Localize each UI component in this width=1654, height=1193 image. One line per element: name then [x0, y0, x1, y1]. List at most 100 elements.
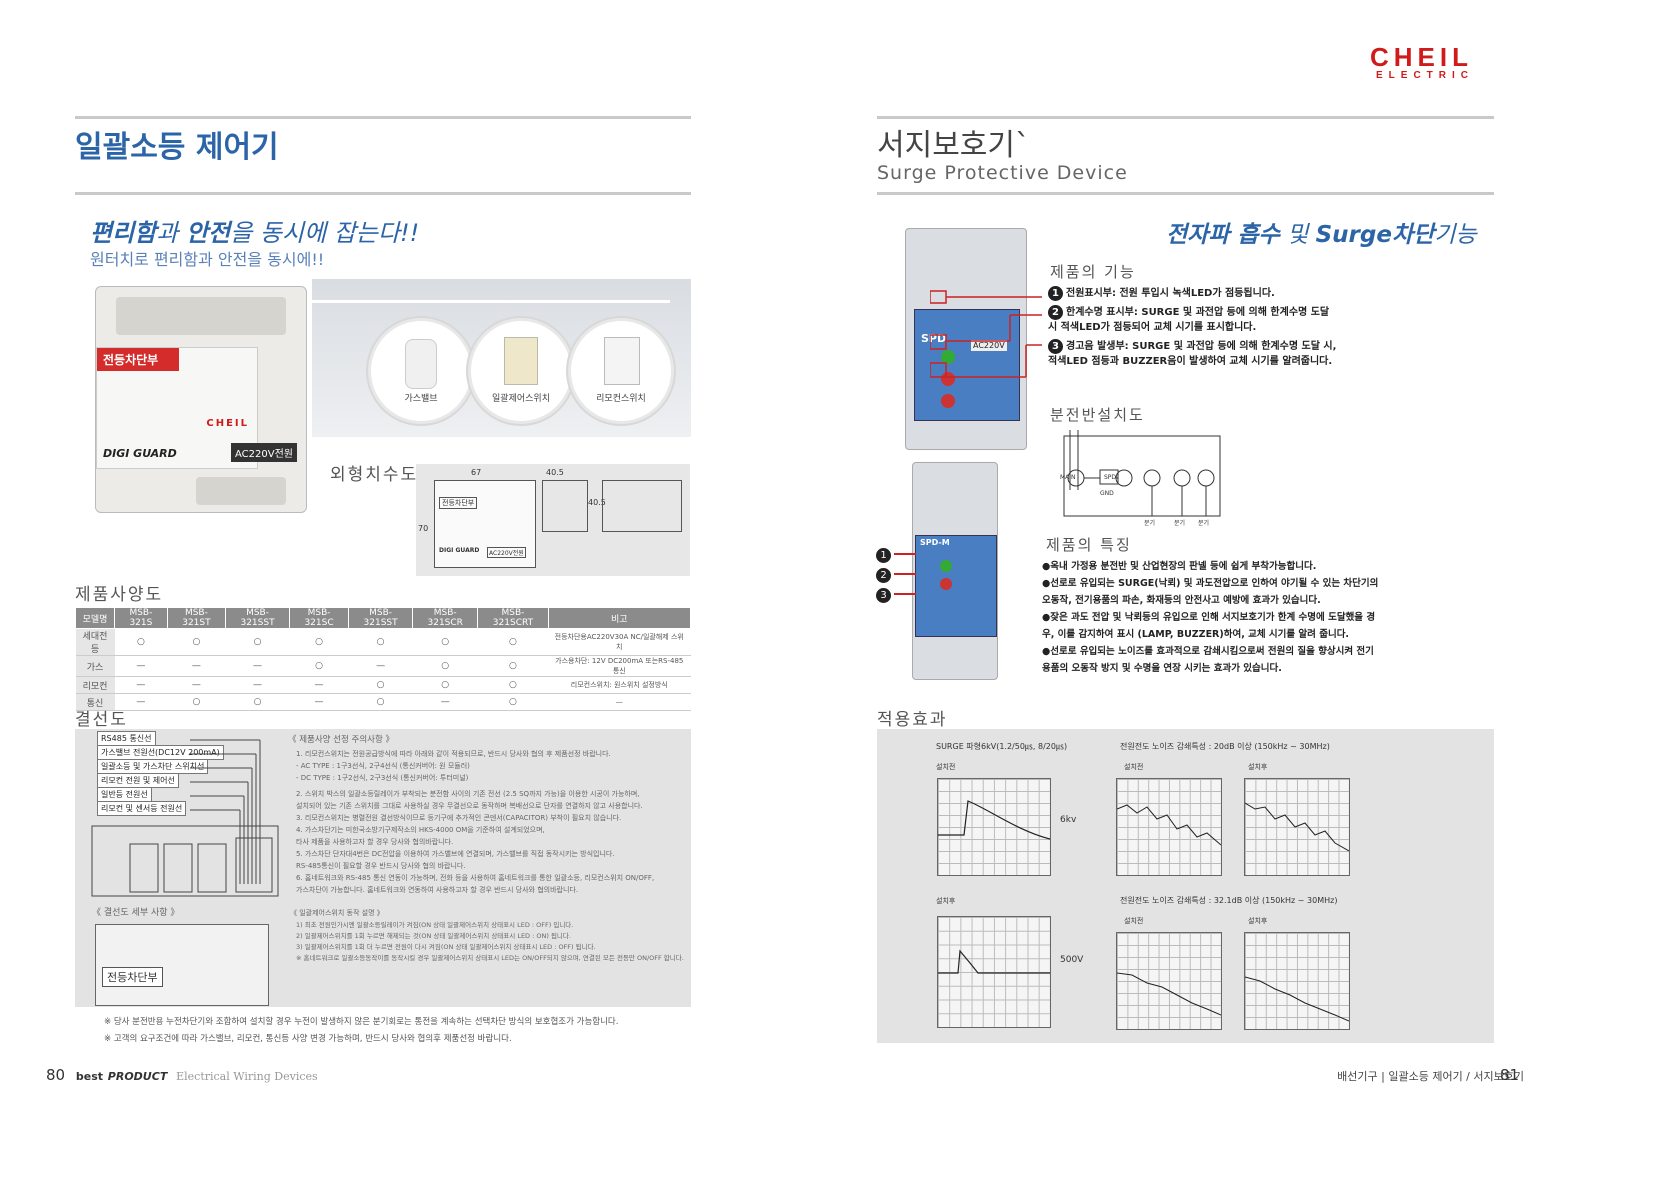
spd-m-led-1: [940, 560, 952, 572]
page-number-left: 80: [46, 1066, 66, 1084]
left-title: 일괄소등 제어기: [75, 130, 279, 165]
feat-title: 제품의 특징: [1046, 536, 1132, 554]
function-text: 전원표시부: 전원 투입시 녹색LED가 점등됩니다.: [1066, 288, 1275, 299]
scope-trace: [938, 949, 1050, 974]
spd-m-led-2: [940, 578, 952, 590]
function-text: 한계수명 표시부: SURGE 및 과전압 등에 의해 한계수명 도달 시 적색…: [1048, 307, 1330, 333]
dim-depth-label: 40.5: [546, 468, 564, 477]
scope-trace: [938, 800, 1050, 840]
device-power: AC220V전원: [231, 443, 297, 462]
headline-bold-2: 안전: [185, 219, 231, 247]
headline-rest: 을 동시에 잡는다!!: [230, 219, 420, 247]
scope-label-after: 설치후: [1248, 763, 1268, 771]
panel-title: 분전반설치도: [1050, 406, 1145, 424]
wiring-note: 가스차단이 가능합니다. 홈네트워크와 연동하여 사용하고자 할 경우 반드시 …: [296, 886, 579, 894]
spd-m-callouts: 1 2 3: [876, 543, 916, 603]
function-number: 1: [1048, 286, 1063, 301]
panel-label: SPD: [1104, 474, 1117, 481]
left-top-rule: [75, 116, 691, 119]
dims-device-label: 전등차단부: [439, 497, 478, 509]
spec-header: MSB-321SCR: [412, 607, 479, 629]
scope-grid: [1245, 779, 1349, 875]
scope-grid: [1117, 933, 1221, 1029]
gas-valve-image: [405, 339, 437, 389]
callout-number: 1: [876, 548, 891, 563]
panel-label: 분기: [1174, 520, 1186, 527]
table-cell: ○: [114, 628, 168, 656]
right-headline-mid: 및: [1279, 222, 1316, 248]
wiring-note: - AC TYPE : 1구3선식, 2구4선식 (통신커버어: 원 모듈러): [296, 762, 470, 770]
spec-header: MSB-321SST: [348, 607, 414, 629]
device-panel: 전등차단부 CHEIL DIGI GUARD AC220V전원: [96, 347, 297, 469]
callout-line: [894, 592, 916, 595]
table-cell: ○: [412, 676, 478, 694]
table-cell: ○: [412, 655, 478, 677]
table-cell: —: [225, 676, 290, 694]
callout-row: 1: [876, 543, 916, 563]
right-headline: 전자파 흡수 및 Surge차단기능: [1166, 215, 1477, 249]
scope-noise-after-2: [1244, 932, 1350, 1030]
circle-gas-valve: 가스밸브: [368, 318, 474, 424]
scope-title-noise-1: 전원전도 노이즈 감쇄특성 : 20dB 이상 (150kHz ~ 30MHz): [1120, 742, 1330, 751]
dims-title: 외형치수도: [330, 465, 419, 485]
function-number: 2: [1048, 305, 1063, 320]
callout-number: 3: [876, 588, 891, 603]
table-cell: —: [114, 676, 168, 694]
wiring-schematic: [91, 739, 279, 897]
spd-power: AC220V: [971, 340, 1007, 351]
spec-header: MSB-321S: [114, 607, 168, 629]
logo-subtext: ELECTRIC: [1376, 70, 1474, 81]
dims-drawing: 67 40.5 70 40.5 전등차단부 DIGI GUARD AC220V전…: [416, 464, 690, 576]
footer-brand-product: PRODUCT: [107, 1070, 168, 1083]
right-title-rule: [877, 192, 1494, 195]
wiring-note: 4. 가스차단기는 미한국소방기구제작소의 HKS-4000 OM을 기준하여 …: [296, 826, 545, 834]
circle-label-master-switch: 일괄제어스위치: [492, 394, 550, 404]
table-cell: ○: [477, 693, 549, 711]
wiring-note: 3. 리모컨스위치는 병렬전원 결선방식이므로 등기구에 추가적인 콘덴서(CA…: [296, 814, 622, 822]
right-top-rule: [877, 116, 1494, 119]
footer-section-text: 배선기구 | 일괄소등 제어기 / 서지보호기: [1337, 1070, 1524, 1083]
circle-label-remote-switch: 리모컨스위치: [596, 394, 646, 404]
wiring-detail-title: 《 결선도 세부 사항 》: [92, 908, 180, 918]
scope-grid: [938, 779, 1050, 875]
footer-left: 80 best PRODUCT Electrical Wiring Device…: [46, 1066, 318, 1084]
spd-led-alarm: [941, 394, 955, 408]
table-cell: 전등차단용AC220V30A NC/일괄해제 스위치: [548, 628, 691, 656]
table-cell: 세대전등: [75, 628, 115, 656]
spec-header: MSB-321SST: [225, 607, 291, 629]
spd-front-panel: SPD AC220V: [914, 309, 1020, 421]
table-cell: ○: [348, 676, 413, 694]
wiring-notes-title: 《 제품사양 선정 주의사항 》: [288, 735, 395, 745]
scope-title-noise-2: 전원전도 노이즈 감쇄특성 : 32.1dB 이상 (150kHz ~ 30MH…: [1120, 896, 1338, 905]
function-text: 경고음 발생부: SURGE 및 과전압 등에 의해 한계수명 도달 시, 적색…: [1048, 341, 1337, 367]
headline-mid: 과: [156, 219, 186, 247]
callout-line: [894, 552, 916, 555]
remote-switch-image: [604, 337, 640, 385]
effect-title: 적용효과: [877, 710, 948, 730]
spec-header: MSB-321SCRT: [477, 607, 549, 629]
page-number-right: 81: [1500, 1066, 1520, 1084]
panel-label: 분기: [1144, 520, 1156, 527]
feature-item: ●잦은 과도 전압 및 낙뢰등의 유입으로 인해 서지보호기가 한계 수명에 도…: [1042, 612, 1376, 640]
dim-width-label: 67: [471, 468, 482, 477]
scope-trace: [1117, 804, 1221, 846]
dim-height-label: 70: [418, 524, 429, 533]
spec-table: 모델명 MSB-321S MSB-321ST MSB-321SST MSB-32…: [74, 607, 692, 711]
scope-noise-after-1: [1244, 778, 1350, 876]
wiring-note: - DC TYPE : 1구2선식, 2구3선식 (통신커버어: 투터미널): [296, 774, 469, 782]
table-row: 리모컨 — — — — ○ ○ ○ 리모컨스위치: 원스위치 설정방식: [75, 676, 691, 694]
table-row: 세대전등 ○ ○ ○ ○ ○ ○ ○ 전등차단용AC220V30A NC/일괄해…: [75, 628, 691, 656]
circle-master-switch: 일괄제어스위치: [468, 318, 574, 424]
left-subheadline: 원터치로 편리함과 안전을 동시에!!: [90, 250, 325, 269]
terminal-block-top: [116, 297, 286, 335]
right-title: 서지보호기`: [877, 128, 1030, 163]
dims-side-view: [542, 480, 588, 532]
right-headline-bold-1: 전자파 흡수: [1166, 222, 1280, 248]
callout-row: 2: [876, 563, 916, 583]
feature-item: ●선로로 유입되는 노이즈를 효과적으로 감쇄시킴으로써 전원의 질을 향상시켜…: [1042, 646, 1374, 674]
table-cell: ○: [167, 693, 226, 711]
spd-m-panel: SPD-M: [915, 535, 997, 637]
